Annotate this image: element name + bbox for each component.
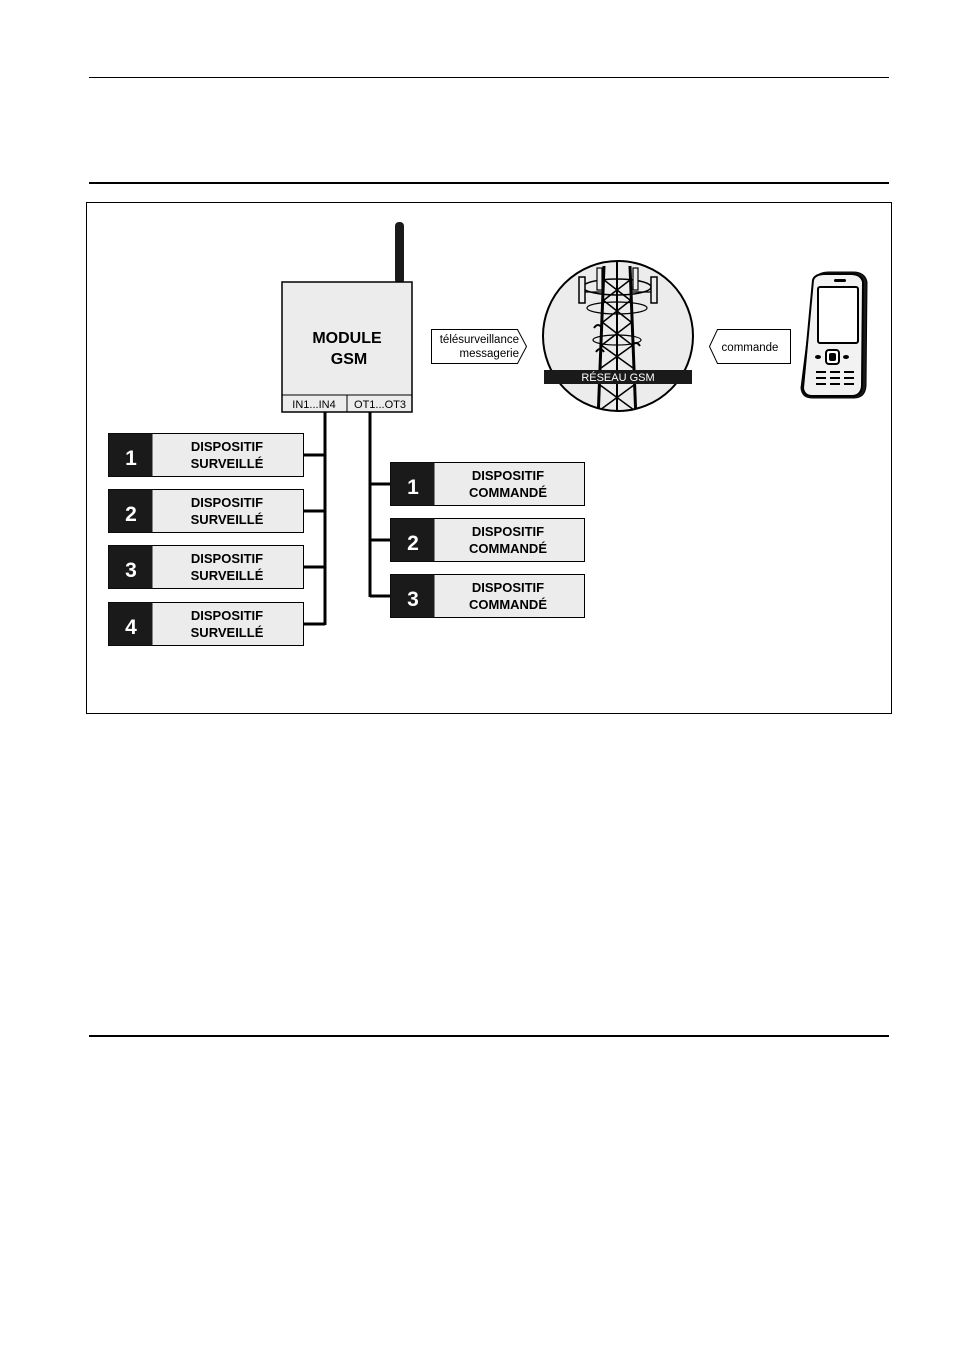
device-number: 3 [407, 588, 419, 611]
header-rule-thick [89, 182, 889, 184]
device-number: 1 [125, 447, 137, 470]
arrow-to-network: télésurveillance messagerie [431, 329, 528, 364]
device-label-line1: DISPOSITIF [472, 468, 544, 483]
device-label-line1: DISPOSITIF [191, 439, 263, 454]
port-in-label: IN1...IN4 [292, 399, 335, 411]
device-label-line2: SURVEILLÉ [191, 568, 264, 583]
monitored-device: 4 DISPOSITIF SURVEILLÉ [108, 602, 304, 646]
device-number: 2 [125, 503, 137, 526]
phone-screen [817, 286, 859, 344]
device-label-line2: COMMANDÉ [469, 485, 547, 500]
device-label-line2: COMMANDÉ [469, 597, 547, 612]
module-title-line1: MODULE [312, 330, 382, 347]
network-label: RÉSEAU GSM [581, 371, 654, 384]
diagram-frame [86, 202, 892, 714]
device-label-line1: DISPOSITIF [191, 551, 263, 566]
device-number: 1 [407, 476, 419, 499]
gsm-module: MODULE GSM IN1...IN4 OT1...OT3 [281, 281, 413, 413]
device-label-line1: DISPOSITIF [191, 608, 263, 623]
monitored-device: 2 DISPOSITIF SURVEILLÉ [108, 489, 304, 533]
arrow-label-line2: messagerie [460, 348, 519, 360]
footer-rule [89, 1035, 889, 1037]
device-label-line2: COMMANDÉ [469, 541, 547, 556]
network-label-band [544, 370, 692, 384]
device-label-line1: DISPOSITIF [472, 524, 544, 539]
module-box [281, 281, 413, 413]
port-out-label: OT1...OT3 [354, 399, 406, 411]
device-number: 3 [125, 559, 137, 582]
controlled-device: 3 DISPOSITIF COMMANDÉ [390, 574, 585, 618]
monitored-device: 3 DISPOSITIF SURVEILLÉ [108, 545, 304, 589]
connection-lines [303, 412, 390, 626]
arrow-label: commande [722, 342, 779, 354]
mobile-phone-icon [800, 271, 868, 399]
arrow-label-line1: télésurveillance [440, 334, 519, 346]
device-number: 4 [125, 616, 137, 639]
monitored-device: 1 DISPOSITIF SURVEILLÉ [108, 433, 304, 477]
controlled-device: 2 DISPOSITIF COMMANDÉ [390, 518, 585, 562]
device-label-line2: SURVEILLÉ [191, 456, 264, 471]
device-number: 2 [407, 532, 419, 555]
cell-tower-icon [578, 262, 658, 411]
gsm-network: RÉSEAU GSM [542, 260, 694, 412]
controlled-device: 1 DISPOSITIF COMMANDÉ [390, 462, 585, 506]
device-label-line1: DISPOSITIF [191, 495, 263, 510]
device-label-line1: DISPOSITIF [472, 580, 544, 595]
arrow-from-phone: commande [708, 329, 791, 364]
antenna-icon [395, 222, 404, 284]
device-label-line2: SURVEILLÉ [191, 625, 264, 640]
module-title-line2: GSM [331, 351, 367, 368]
device-label-line2: SURVEILLÉ [191, 512, 264, 527]
header-rule-thin [89, 77, 889, 78]
